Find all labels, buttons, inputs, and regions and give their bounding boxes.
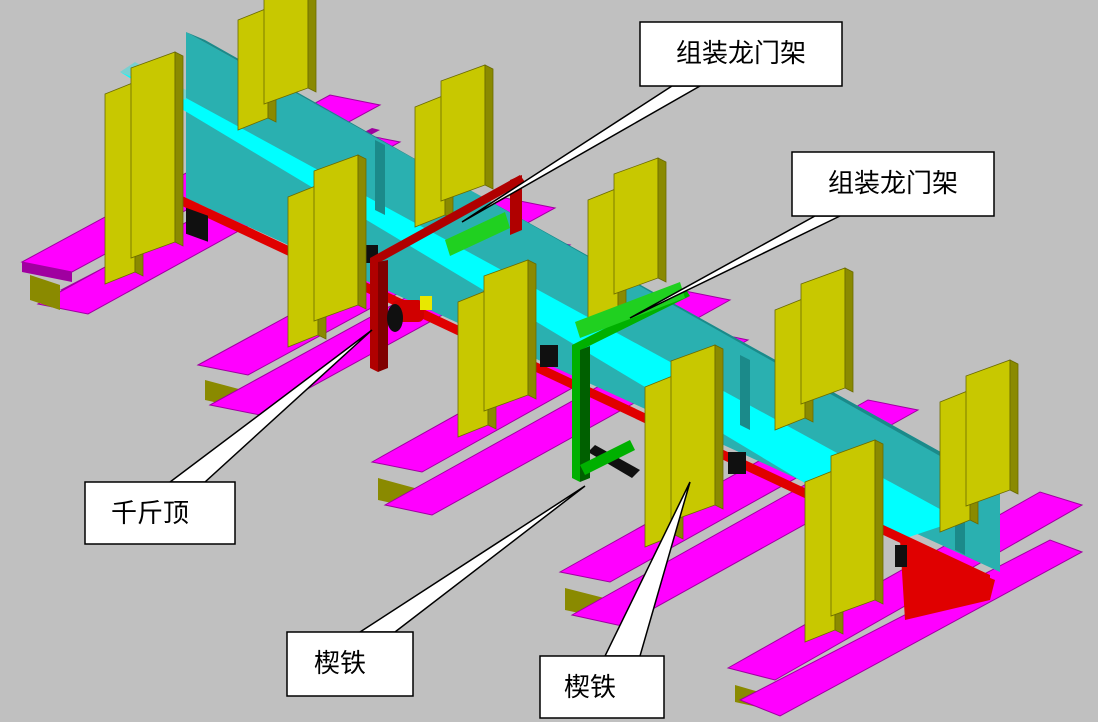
column-3 bbox=[287, 154, 367, 348]
column-7 bbox=[644, 344, 724, 548]
callout-gantry-2: 组装龙门架 bbox=[629, 151, 995, 319]
callout-gantry-1-text: 组装龙门架 bbox=[676, 39, 806, 69]
columns bbox=[104, 0, 1019, 643]
callout-gantry-1: 组装龙门架 bbox=[461, 21, 843, 223]
wedge-block-red-frame bbox=[445, 212, 510, 256]
callout-gantry-2-text: 组装龙门架 bbox=[828, 169, 958, 199]
callout-wedge-2-text: 楔铁 bbox=[564, 673, 616, 703]
column-9 bbox=[804, 439, 884, 643]
column-1 bbox=[104, 51, 184, 285]
column-4 bbox=[414, 64, 494, 228]
wedge-block-green-frame bbox=[575, 282, 685, 338]
column-10 bbox=[939, 359, 1019, 533]
callout-jack: 千斤顶 bbox=[84, 329, 373, 545]
callout-wedge-1: 楔铁 bbox=[286, 485, 586, 697]
column-2 bbox=[237, 0, 317, 131]
column-8 bbox=[774, 267, 854, 431]
column-5 bbox=[457, 259, 537, 438]
callout-wedge-2: 楔铁 bbox=[539, 481, 691, 719]
callout-wedge-1-text: 楔铁 bbox=[314, 649, 366, 679]
callout-jack-text: 千斤顶 bbox=[111, 499, 189, 529]
hydraulic-jack bbox=[387, 296, 432, 332]
gantry-frame-red bbox=[370, 175, 525, 372]
